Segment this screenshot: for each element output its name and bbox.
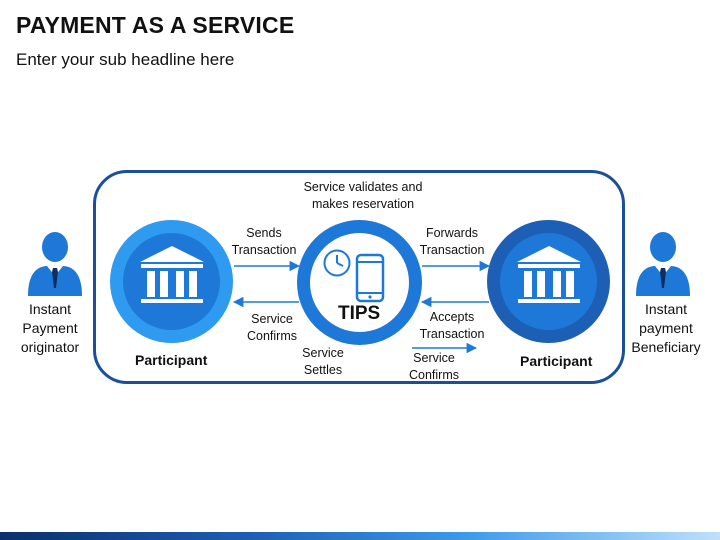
originator-label: Instant Payment originator bbox=[20, 301, 80, 355]
validates-label: Service validates and makes reservation bbox=[303, 180, 423, 211]
accepts-label: Accepts Transaction bbox=[419, 310, 485, 341]
page-subtitle: Enter your sub headline here bbox=[16, 50, 235, 69]
mobile-phone-icon bbox=[355, 253, 385, 303]
service-settles-label: Service Settles bbox=[302, 346, 344, 377]
participant-right-node bbox=[487, 220, 610, 343]
tips-label: TIPS bbox=[338, 303, 381, 324]
person-icon-right bbox=[636, 232, 690, 296]
participant-right-label: Participant bbox=[520, 353, 593, 369]
bank-icon-left bbox=[140, 246, 204, 303]
participant-left-label: Participant bbox=[135, 352, 208, 368]
page-title: PAYMENT AS A SERVICE bbox=[16, 12, 295, 38]
tips-hub-node bbox=[297, 220, 422, 345]
service-confirms-right-label: Service Confirms bbox=[408, 351, 459, 382]
footer-bar bbox=[0, 532, 720, 540]
beneficiary-label: Instant payment Beneficiary bbox=[631, 301, 701, 355]
sends-label: Sends Transaction bbox=[231, 226, 297, 257]
service-frame bbox=[93, 170, 625, 384]
participant-left-node bbox=[110, 220, 233, 343]
clock-icon bbox=[323, 249, 351, 277]
service-confirms-left-label: Service Confirms bbox=[246, 312, 297, 343]
person-icon-left bbox=[28, 232, 82, 296]
bank-icon-right bbox=[517, 246, 581, 303]
forwards-label: Forwards Transaction bbox=[419, 226, 485, 257]
